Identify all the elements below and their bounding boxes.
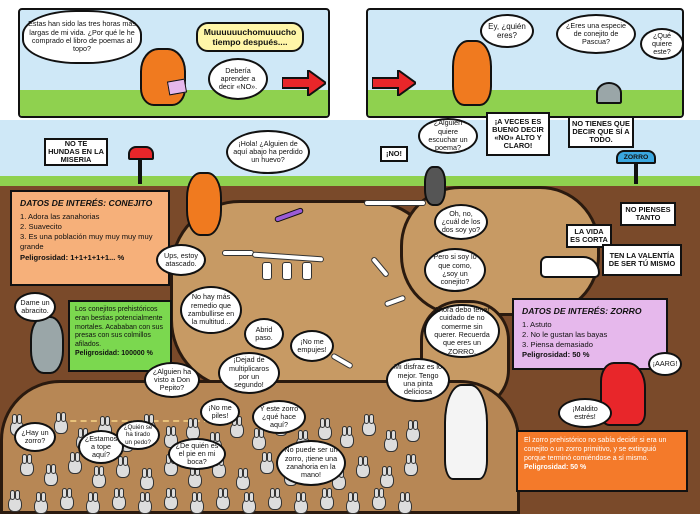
speech-bubble: ¡Hola! ¿Alguien de aquí abajo ha perdido… (226, 130, 310, 174)
fox-rabbit-costume-illustration (444, 384, 488, 480)
info-danger: Peligrosidad: 1+1+1+1+1... % (20, 252, 125, 262)
speech-bubble: ¿Qué quiere este? (640, 28, 684, 60)
sign: ¡NO! (380, 146, 408, 162)
speech-bubble: Estas han sido las tres horas más largas… (22, 10, 142, 64)
speech-bubble: Pero si soy lo que como, ¿soy un conejit… (424, 248, 486, 292)
speech-bubble: No hay más remedio que zambullirse en la… (180, 286, 242, 334)
speech-bubble: ¿Quién se ha tirado un pedo? (116, 420, 160, 450)
speech-bubble: ¿Alguien ha visto a Don Pepito? (144, 362, 200, 398)
info-text: Los conejitos prehistóricos eran bestias… (75, 306, 163, 348)
mole-illustration (424, 166, 446, 206)
comic-panel-top-right (366, 8, 684, 118)
sign: NO TE HUNDAS EN LA MISERIA (44, 138, 108, 166)
mailbox-post (634, 164, 638, 184)
sign: TEN LA VALENTÍA DE SER TÚ MISMO (602, 244, 682, 276)
fox-descending-illustration (186, 172, 222, 236)
fox-with-egg-illustration (452, 40, 492, 106)
speech-bubble: Ahora debo tener cuidado de no comerme s… (424, 304, 500, 358)
prehistoric-rabbit-illustration (30, 316, 64, 374)
speech-bubble: ¡No me empujes! (290, 330, 334, 362)
speech-bubble: ¿De quién es el pie en mi boca? (168, 438, 226, 470)
speech-bubble: Y este zorro ¿qué hace aquí? (252, 400, 306, 434)
speech-bubble: ¡Dejad de multiplicaros por un segundo! (218, 352, 280, 394)
info-item: 3. Es una población muy muy muy muy gran… (20, 232, 153, 252)
red-arrow-icon (371, 68, 418, 98)
sign: NO TIENES QUE DECIR QUE SÍ A TODO. (568, 116, 634, 148)
mailbox-post (138, 160, 142, 184)
info-text: El zorro prehistórico no sabía decidir s… (524, 437, 667, 463)
info-item: 1. Astuto (522, 319, 552, 329)
info-title: DATOS DE INTERÉS: ZORRO (522, 306, 642, 316)
info-item: 3. Piensa demasiado (522, 340, 593, 350)
info-box-fox: DATOS DE INTERÉS: ZORRO 1. Astuto 2. No … (512, 298, 668, 370)
fox-reading-illustration (140, 48, 186, 106)
speech-bubble: No puede ser un zorro, ¡tiene una zanaho… (276, 440, 346, 486)
speech-bubble: Ups, estoy atascado. (156, 244, 206, 276)
speech-bubble: ¡AARG! (648, 352, 682, 376)
speech-bubble: ¡No me piles! (200, 398, 240, 426)
mailbox-red-icon (128, 146, 154, 160)
sign: ¡A VECES ES BUENO DECIR «NO» ALTO Y CLAR… (486, 112, 550, 156)
mailbox-fox-icon: ZORRO (616, 150, 656, 164)
time-caption: Muuuuuuchomuuucho tiempo después.... (196, 22, 304, 52)
info-box-prehistoric-rabbit: Los conejitos prehistóricos eran bestias… (68, 300, 172, 372)
info-title: DATOS DE INTERÉS: CONEJITO (20, 198, 153, 208)
speech-bubble: Abrid paso. (244, 318, 284, 350)
speech-bubble: Oh, no, ¿cuál de los dos soy yo? (434, 204, 488, 240)
tunnel (400, 186, 600, 316)
speech-bubble: Debería aprender a decir «NO». (208, 58, 268, 100)
info-box-rabbit: DATOS DE INTERÉS: CONEJITO 1. Adora las … (10, 190, 170, 286)
speech-bubble: Mi disfraz es lo mejor. Tengo una pinta … (386, 358, 450, 402)
info-item: 2. Suavecito (20, 221, 62, 231)
dinosaur-skeleton-illustration (222, 240, 332, 280)
red-arrow-icon (281, 68, 328, 98)
speech-bubble: Dame un abracito. (14, 292, 56, 322)
speech-bubble: Ey, ¿quién eres? (480, 14, 534, 48)
rabbit-peeking-illustration (596, 82, 622, 104)
info-danger: Peligrosidad: 100000 % (75, 349, 153, 357)
grass-strip (368, 90, 682, 116)
info-item: 1. Adora las zanahorias (20, 211, 100, 221)
skull-fossil-illustration (540, 256, 600, 278)
speech-bubble: ¿Alguien quiere escuchar un poema? (418, 118, 478, 154)
sign: NO PIENSES TANTO (620, 202, 676, 226)
info-danger: Peligrosidad: 50 % (522, 350, 590, 360)
speech-bubble: ¿Eres una especie de conejito de Pascua? (556, 14, 636, 54)
fish-skeleton-illustration (364, 192, 426, 212)
info-danger: Peligrosidad: 50 % (524, 464, 587, 472)
info-item: 2. No le gustan las bayas (522, 329, 608, 339)
info-box-prehistoric-fox: El zorro prehistórico no sabía decidir s… (516, 430, 688, 492)
speech-bubble: ¿Hay un zorro? (14, 422, 56, 452)
speech-bubble: ¡Maldito estrés! (558, 398, 612, 428)
